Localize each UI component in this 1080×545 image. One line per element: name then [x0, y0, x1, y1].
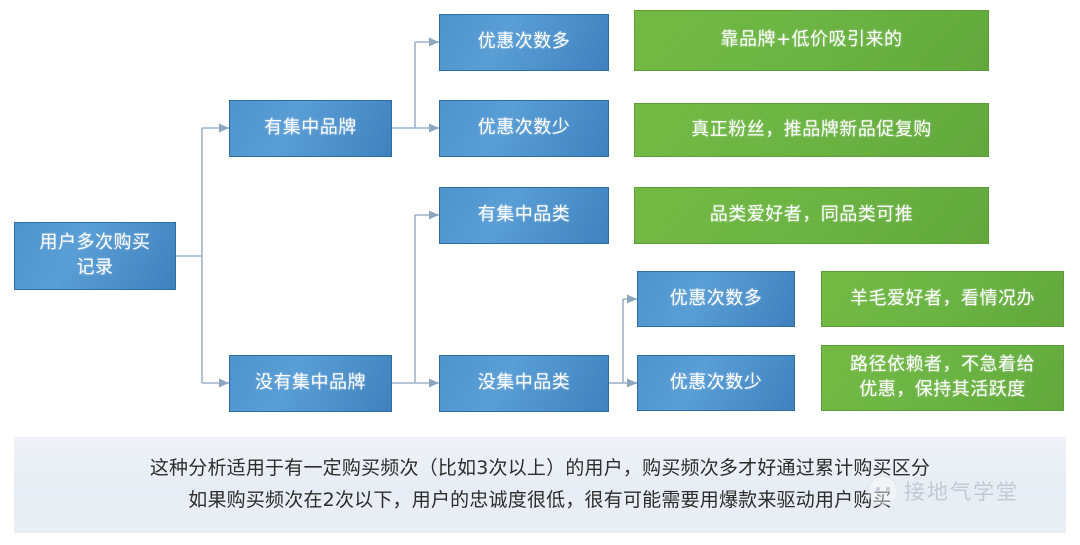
conclusion-has-category[interactable]: 品类爱好者，同品类可推 [634, 187, 989, 244]
summary-line-1: 这种分析适用于有一定购买频次（比如3次以上）的用户，购买频次多才好通过累计购买区… [149, 457, 931, 480]
node-no-brand[interactable]: 没有集中品牌 [229, 355, 392, 412]
conclusion-brand-discount-few[interactable]: 真正粉丝，推品牌新品促复购 [634, 103, 989, 157]
node-nobrand-discount-few[interactable]: 优惠次数少 [637, 355, 795, 411]
node-no-category[interactable]: 没集中品类 [439, 355, 609, 412]
node-has-brand[interactable]: 有集中品牌 [229, 100, 392, 157]
conclusion-brand-discount-many[interactable]: 靠品牌+低价吸引来的 [634, 10, 989, 71]
node-brand-discount-few[interactable]: 优惠次数少 [439, 100, 609, 157]
conclusion-nobrand-discount-many[interactable]: 羊毛爱好者，看情况办 [821, 271, 1064, 327]
node-brand-discount-many[interactable]: 优惠次数多 [439, 14, 609, 71]
summary-panel: 这种分析适用于有一定购买频次（比如3次以上）的用户，购买频次多才好通过累计购买区… [14, 437, 1066, 533]
node-root[interactable]: 用户多次购买 记录 [14, 222, 176, 290]
conclusion-nobrand-discount-few[interactable]: 路径依赖者，不急着给 优惠，保持其活跃度 [821, 345, 1064, 411]
summary-line-2: 如果购买频次在2次以下，用户的忠诚度很低，很有可能需要用爆款来驱动用户购买 [188, 489, 892, 511]
node-nobrand-discount-many[interactable]: 优惠次数多 [637, 271, 795, 327]
node-has-category[interactable]: 有集中品类 [439, 187, 609, 244]
